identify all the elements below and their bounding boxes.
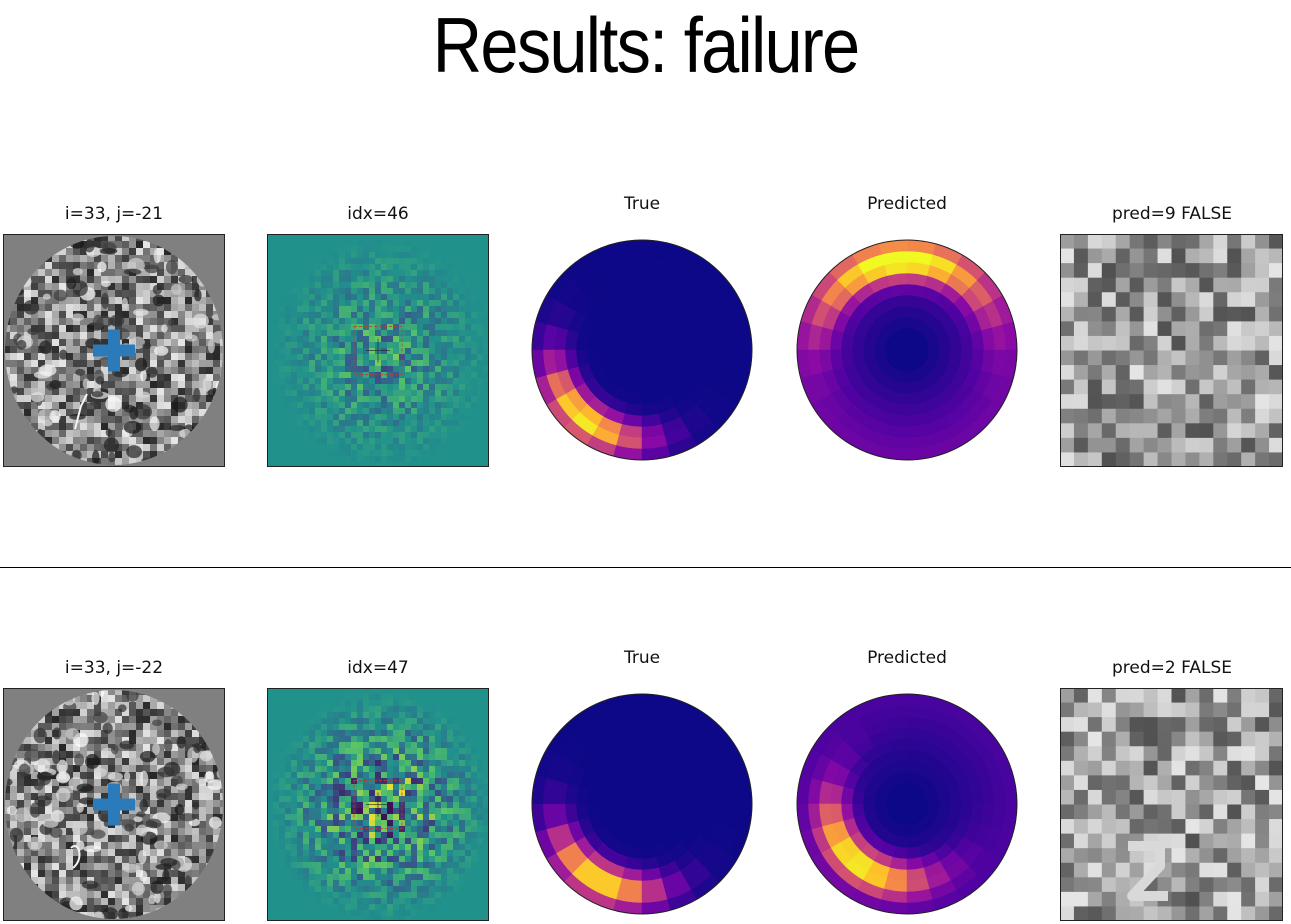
row-divider [0,567,1291,568]
input-panel-title: i=33, j=-22 [3,658,225,678]
patch-image [1060,234,1283,467]
true-polar-plot [530,686,754,922]
predicted-polar-plot [795,232,1019,468]
feature-map [267,688,489,921]
patch-image [1060,688,1283,921]
predicted-polar-plot [795,686,1019,922]
true-polar-plot [530,232,754,468]
feature-panel-title: idx=47 [267,658,489,678]
input-panel-title: i=33, j=-21 [3,204,225,224]
result-row-1: i=33, j=-21 idx=46 True Predicted pred=9… [0,190,1291,470]
predicted-panel-title: Predicted [795,194,1019,214]
feature-panel-title: idx=46 [267,204,489,224]
predicted-panel-title: Predicted [795,648,1019,668]
patch-panel-title: pred=2 FALSE [1060,658,1284,678]
input-image [3,688,225,921]
result-row-2: i=33, j=-22 idx=47 True Predicted pred=2… [0,644,1291,924]
feature-map [267,234,489,467]
patch-panel-title: pred=9 FALSE [1060,204,1284,224]
true-panel-title: True [530,194,754,214]
slide-title: Results: failure [77,0,1213,90]
true-panel-title: True [530,648,754,668]
input-image [3,234,225,467]
